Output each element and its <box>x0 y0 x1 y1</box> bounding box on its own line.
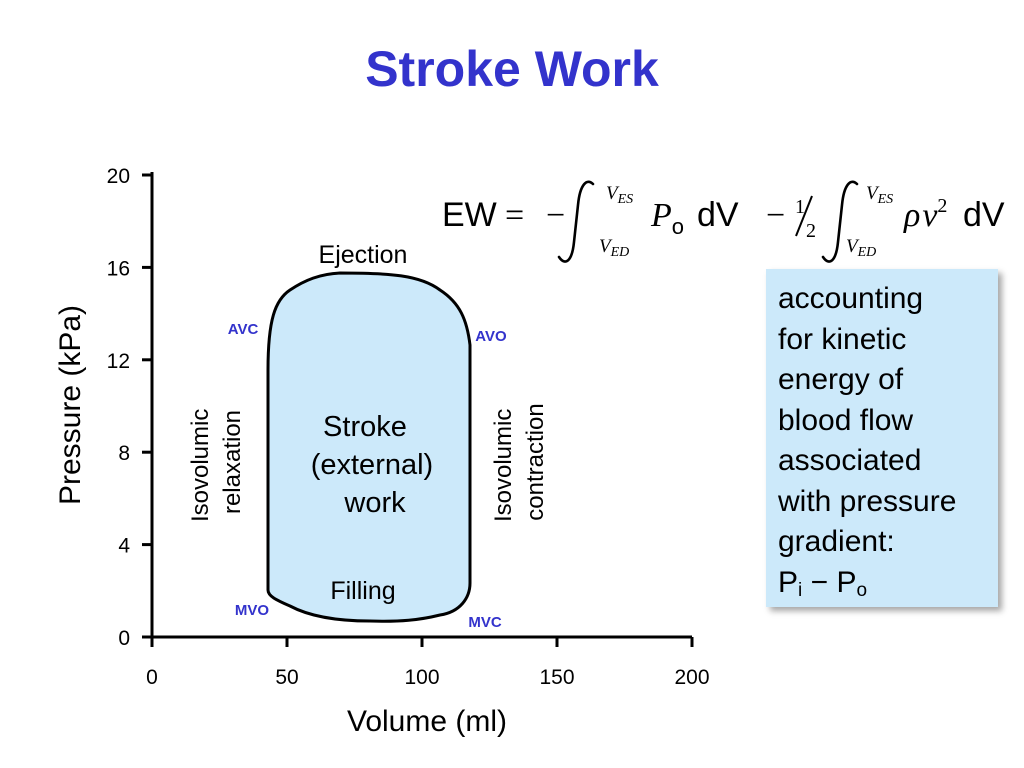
filling-label: Filling <box>330 577 395 605</box>
eq-minus-1: − <box>546 197 565 234</box>
lower-limit-2-base: V <box>846 236 860 257</box>
eq-half-slash <box>795 195 813 237</box>
callout-line-6: with pressure <box>778 484 957 518</box>
gradient-p2: P <box>836 565 857 599</box>
mvc-label: MVC <box>468 614 502 631</box>
integral-sign-2 <box>821 180 859 263</box>
y-tick-label: 4 <box>118 535 130 558</box>
eq-equals: = <box>505 197 524 234</box>
x-tick-label: 100 <box>404 666 439 689</box>
upper-limit-1-sub: ES <box>617 192 634 207</box>
callout-gradient-formula: Pi − Po <box>778 563 998 612</box>
svg-text:Isovolumic contraction: Isovolumic contraction <box>490 402 549 522</box>
eq-half-den: 2 <box>806 220 816 242</box>
lower-limit-2: VED <box>846 236 876 260</box>
upper-limit-2: VES <box>866 183 893 207</box>
callout-line-4: blood flow <box>778 403 914 437</box>
eq-p-sub: o <box>672 214 684 239</box>
x-axis-label: Volume (ml) <box>347 705 507 738</box>
stroke-work-label-line-1: Stroke <box>323 411 407 443</box>
gradient-sub-i: i <box>798 579 803 601</box>
isovolumic-relaxation-line-2: relaxation <box>219 410 246 514</box>
isovolumic-contraction-line-2: contraction <box>522 403 549 520</box>
y-axis-label: Pressure (kPa) <box>54 305 87 505</box>
callout-line-2: for kinetic <box>778 322 907 356</box>
eq-dv-1: dV <box>697 196 739 234</box>
callout-line-7: gradient: <box>778 525 895 558</box>
pv-loop <box>266 271 472 623</box>
kinetic-energy-callout: accounting for kinetic energy of blood f… <box>766 269 998 607</box>
isovolumic-contraction-label: Isovolumic contraction <box>490 402 549 522</box>
y-tick-label: 12 <box>107 350 130 373</box>
upper-limit-2-base: V <box>866 183 880 204</box>
isovolumic-relaxation-label: Isovolumic relaxation <box>187 402 246 522</box>
eq-rho: ρ <box>903 197 920 234</box>
x-tick-label: 0 <box>146 666 158 689</box>
ejection-label: Ejection <box>319 241 408 269</box>
y-tick-label: 16 <box>107 257 130 280</box>
x-ticks: 0 50 100 150 200 <box>146 637 710 689</box>
y-tick-label: 20 <box>107 165 130 188</box>
upper-limit-1-base: V <box>606 183 620 204</box>
avo-label: AVO <box>475 328 507 345</box>
stroke-work-label-line-2: (external) <box>311 449 434 481</box>
mvo-label: MVO <box>235 602 270 619</box>
upper-limit-1: VES <box>606 183 633 207</box>
lower-limit-1: VED <box>599 236 629 260</box>
eq-p-base: P <box>650 197 672 234</box>
eq-minus-2: − <box>766 197 785 234</box>
eq-v: v <box>922 197 938 234</box>
callout-line-1: accounting <box>778 282 924 315</box>
eq-v-exp: 2 <box>937 195 947 217</box>
integral-sign-1 <box>557 180 595 263</box>
y-tick-label: 0 <box>118 627 130 650</box>
avc-label: AVC <box>228 321 259 338</box>
stroke-work-equation: EW = − VES VED Po dV − 1 2 VES VED ρv2 d… <box>442 180 1005 263</box>
eq-half-num: 1 <box>795 196 805 218</box>
stroke-work-label-line-3: work <box>343 487 406 519</box>
eq-rho-v2: ρv2 <box>903 195 947 234</box>
gradient-p1: P <box>778 565 799 599</box>
stroke-work-label: Stroke (external) work <box>311 411 442 519</box>
callout-line-3: energy of <box>778 363 904 396</box>
y-tick-label: 8 <box>118 442 130 465</box>
gradient-operator: − <box>802 565 837 599</box>
lower-limit-1-sub: ED <box>610 245 630 260</box>
x-tick-label: 50 <box>275 666 298 689</box>
eq-dv-2: dV <box>963 196 1005 234</box>
callout-line-5: associated <box>778 444 922 477</box>
upper-limit-2-sub: ES <box>877 192 894 207</box>
y-ticks: 0 4 8 12 16 20 <box>107 165 152 650</box>
isovolumic-contraction-line-1: Isovolumic <box>490 409 517 522</box>
svg-text:Isovolumic relaxation: Isovolumic relaxation <box>187 402 246 522</box>
x-tick-label: 200 <box>674 666 709 689</box>
lower-limit-2-sub: ED <box>857 245 877 260</box>
eq-p-outlet: Po <box>650 197 684 239</box>
lower-limit-1-base: V <box>599 236 613 257</box>
gradient-sub-o: o <box>856 579 868 601</box>
eq-lhs: EW <box>442 196 497 234</box>
slide-title: Stroke Work <box>365 41 659 97</box>
x-tick-label: 150 <box>539 666 574 689</box>
isovolumic-relaxation-line-1: Isovolumic <box>187 409 214 522</box>
